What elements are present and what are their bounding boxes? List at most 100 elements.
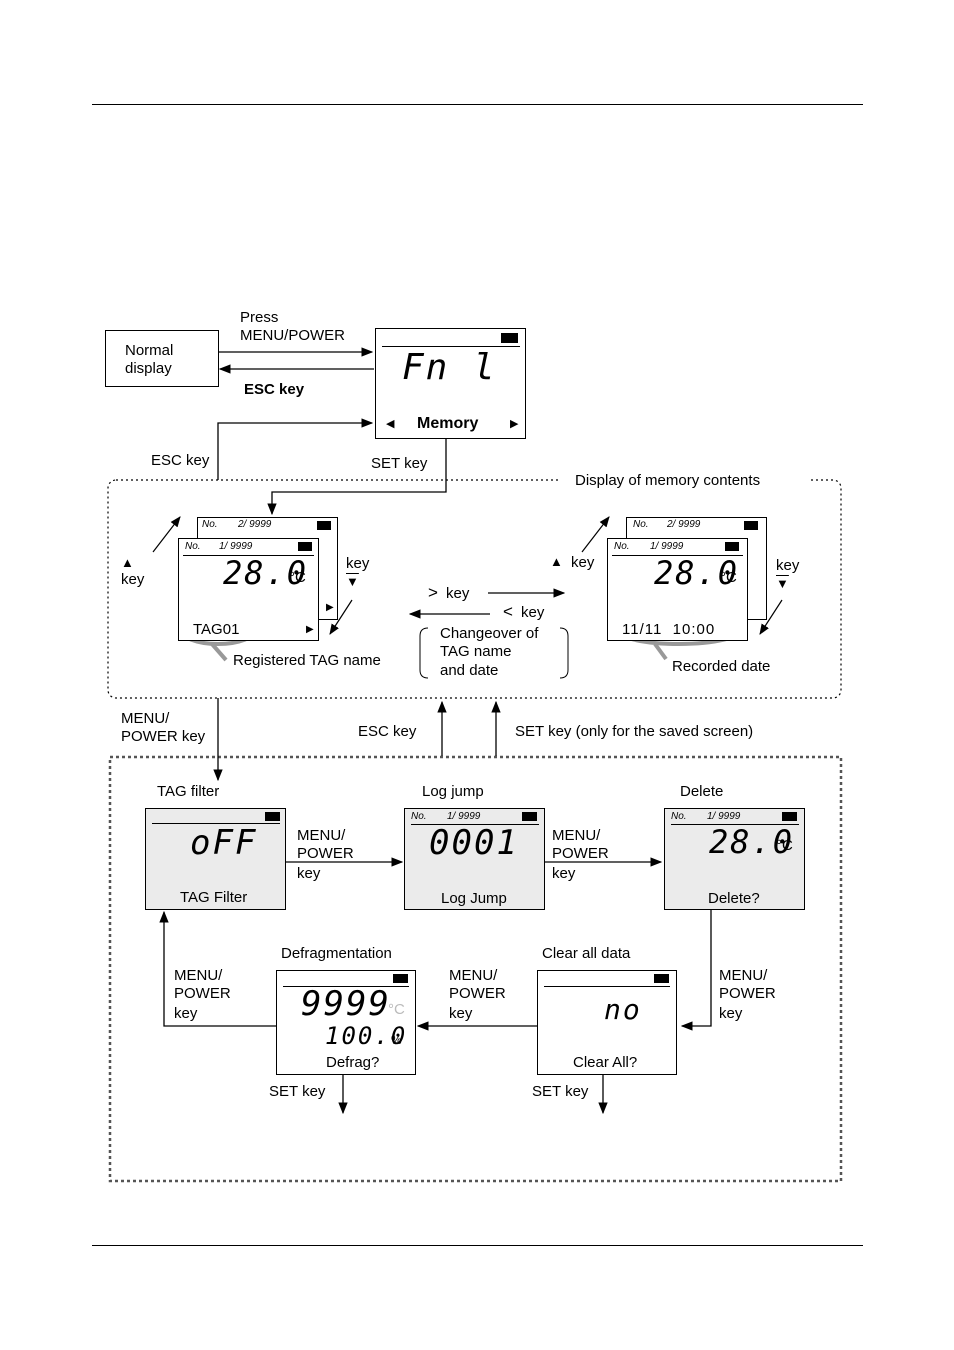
fn1-screen: Fn l ◀ Memory ▶ bbox=[375, 328, 526, 439]
clear-all-value: no bbox=[604, 993, 642, 1026]
delete-temp-unit: °C bbox=[776, 837, 793, 854]
set-key-top-label: SET key bbox=[371, 455, 428, 472]
mp-key-2-line1: MENU/ bbox=[552, 827, 601, 844]
delete-title: Delete bbox=[680, 783, 724, 800]
defrag-title: Defragmentation bbox=[281, 945, 392, 962]
battery-icon bbox=[265, 812, 280, 821]
header-rule bbox=[92, 104, 863, 105]
up-key-icon: ▲ bbox=[550, 554, 563, 569]
changeover-line2: TAG name bbox=[440, 643, 512, 660]
defrag-count: 9999 bbox=[301, 984, 391, 1024]
mp-key-4-line1: MENU/ bbox=[449, 967, 498, 984]
defrag-percent-unit: % bbox=[391, 1033, 402, 1047]
mp-key-4-line3: key bbox=[449, 1005, 473, 1022]
count-back: 2/ 9999 bbox=[238, 519, 272, 530]
defrag-percent: 100.0 bbox=[325, 1022, 408, 1050]
count: 1/ 9999 bbox=[707, 811, 741, 822]
tag-filter-title: TAG filter bbox=[157, 783, 220, 800]
right-key-label: key bbox=[446, 585, 470, 602]
log-jump-title: Log jump bbox=[422, 783, 484, 800]
count: 1/ 9999 bbox=[447, 811, 481, 822]
battery-icon bbox=[782, 812, 797, 821]
count: 1/ 9999 bbox=[650, 541, 684, 552]
mp-key-3-line2: POWER bbox=[719, 985, 776, 1002]
up-key-icon: ▲ bbox=[121, 555, 134, 570]
set-key-clear-label: SET key bbox=[532, 1083, 589, 1100]
fn1-bottom-text: Memory bbox=[417, 415, 479, 432]
set-key-saved-label: SET key (only for the saved screen) bbox=[515, 723, 754, 740]
left-key-icon: < bbox=[503, 602, 513, 621]
delete-screen: No. 1/ 9999 28.0 °C Delete? bbox=[664, 808, 805, 910]
mp-key-5-line2: POWER bbox=[174, 985, 231, 1002]
mp-key-5-line3: key bbox=[174, 1005, 198, 1022]
clear-all-title: Clear all data bbox=[542, 945, 631, 962]
battery-icon bbox=[744, 521, 758, 530]
log-jump-value: 0001 bbox=[429, 823, 519, 863]
up-key-left-label: key bbox=[121, 571, 145, 588]
battery-icon bbox=[522, 812, 537, 821]
no-label: No. bbox=[633, 519, 649, 530]
normal-display-box: Normal display bbox=[105, 330, 219, 387]
footer-rule bbox=[92, 1245, 863, 1246]
down-key-icon: ▼ bbox=[346, 574, 359, 589]
mp-key-5-line1: MENU/ bbox=[174, 967, 223, 984]
no-label: No. bbox=[202, 519, 218, 530]
display-of-memory-label: Display of memory contents bbox=[575, 472, 761, 489]
memory-date-screen: No. 1/ 9999 28.0 °C 11/11 10:00 bbox=[607, 538, 748, 641]
mp-key-2-line3: key bbox=[552, 865, 576, 882]
log-jump-screen: No. 1/ 9999 0001 Log Jump bbox=[404, 808, 545, 910]
registered-tag-label: Registered TAG name bbox=[233, 652, 381, 669]
battery-icon bbox=[725, 542, 739, 551]
menu-power-label: MENU/POWER bbox=[240, 327, 345, 344]
esc-key-top-label: ESC key bbox=[244, 381, 305, 398]
mp-key-1-line2: POWER bbox=[297, 845, 354, 862]
mp-key-2-line2: POWER bbox=[552, 845, 609, 862]
changeover-line3: and date bbox=[440, 662, 499, 679]
temp-unit: °C bbox=[720, 569, 737, 586]
clear-all-screen: no Clear All? bbox=[537, 970, 677, 1075]
normal-display-line2: display bbox=[125, 360, 172, 377]
delete-bottom: Delete? bbox=[708, 890, 760, 907]
no-label: No. bbox=[614, 541, 630, 552]
set-key-defrag-label: SET key bbox=[269, 1083, 326, 1100]
menu-power-key-left-2: POWER key bbox=[121, 728, 206, 745]
tag-filter-bottom: TAG Filter bbox=[180, 889, 248, 906]
mp-key-4-line2: POWER bbox=[449, 985, 506, 1002]
right-arrow-icon: ▶ bbox=[510, 418, 519, 430]
memory-tag-screen: No. 1/ 9999 28.0 °C TAG01 ▶ bbox=[178, 538, 319, 641]
no-label: No. bbox=[411, 811, 427, 822]
mp-key-3-line3: key bbox=[719, 1005, 743, 1022]
tag-name: TAG01 bbox=[193, 621, 240, 638]
count-back: 2/ 9999 bbox=[667, 519, 701, 530]
lcd-divider bbox=[411, 824, 539, 825]
temp-value: 28.0 bbox=[654, 554, 740, 592]
left-key-label: key bbox=[521, 604, 545, 621]
delete-temp-value: 28.0 bbox=[709, 823, 795, 861]
no-label: No. bbox=[671, 811, 687, 822]
right-arrow-icon: ▶ bbox=[306, 624, 314, 635]
battery-icon bbox=[298, 542, 312, 551]
lcd-divider bbox=[671, 824, 799, 825]
esc-key-mid-label: ESC key bbox=[358, 723, 417, 740]
right-arrow-icon: ▶ bbox=[326, 602, 334, 613]
lcd-divider bbox=[612, 555, 743, 556]
clear-all-bottom: Clear All? bbox=[573, 1054, 638, 1071]
esc-key-left-label: ESC key bbox=[151, 452, 210, 469]
up-key-right-label: key bbox=[571, 554, 595, 571]
battery-icon bbox=[317, 521, 331, 530]
recorded-date-value: 11/11 10:00 bbox=[622, 621, 716, 638]
lcd-divider bbox=[382, 346, 520, 347]
mp-key-1-line1: MENU/ bbox=[297, 827, 346, 844]
down-key-right-label: key bbox=[776, 557, 800, 574]
battery-icon bbox=[393, 974, 408, 983]
right-key-icon: > bbox=[428, 583, 438, 602]
log-jump-bottom: Log Jump bbox=[441, 890, 507, 907]
recorded-date-label: Recorded date bbox=[672, 658, 771, 675]
mp-key-3-line1: MENU/ bbox=[719, 967, 768, 984]
temp-unit: °C bbox=[289, 569, 306, 586]
count: 1/ 9999 bbox=[219, 541, 253, 552]
temp-value: 28.0 bbox=[223, 554, 309, 592]
defrag-bottom: Defrag? bbox=[326, 1054, 380, 1071]
normal-display-line1: Normal bbox=[125, 342, 174, 359]
